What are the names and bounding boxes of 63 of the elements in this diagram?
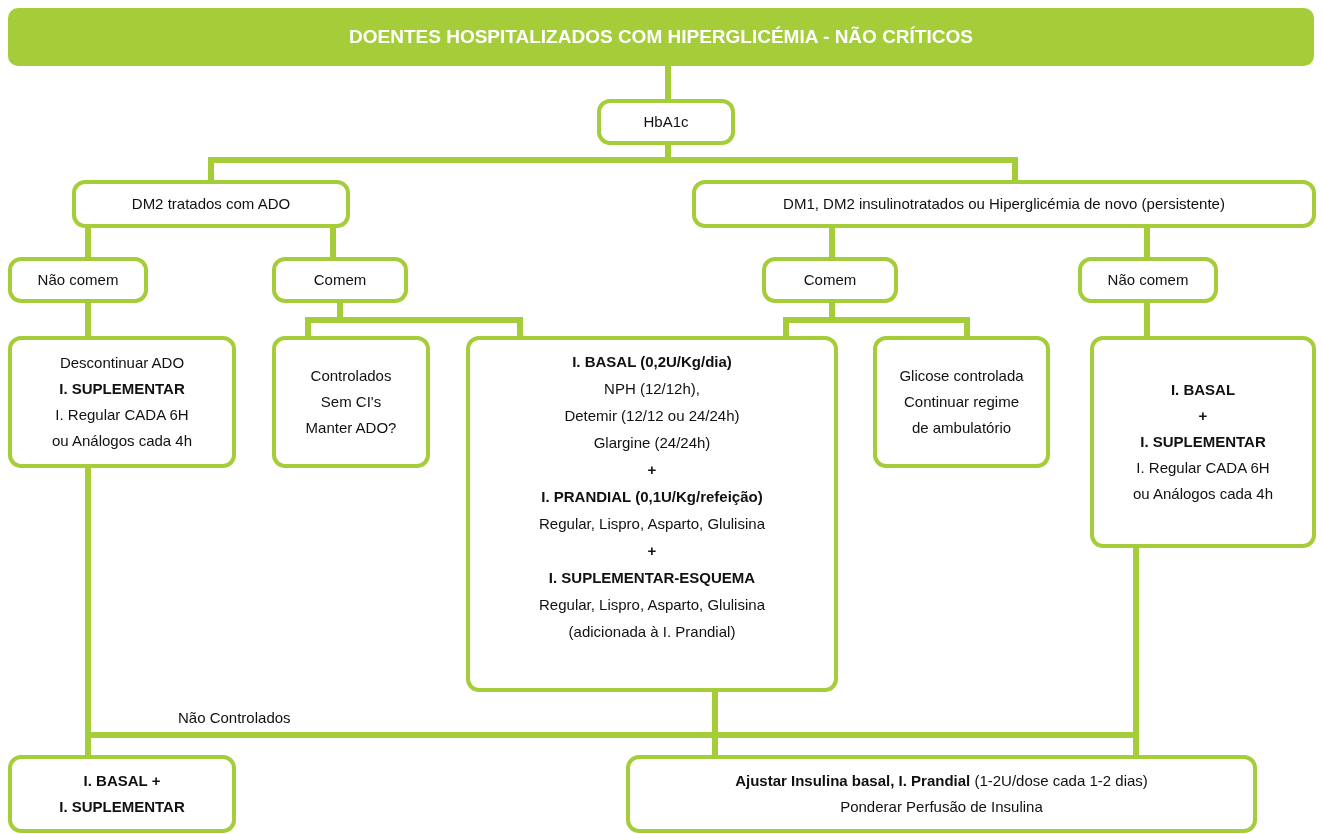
box-text: DM1, DM2 insulinotratados ou Hiperglicémia de novo (persistente) (783, 194, 1225, 214)
process-box (692, 180, 1316, 228)
process-box (1078, 257, 1218, 303)
process-box (626, 755, 1257, 833)
box-text: Sem CI's (320, 392, 382, 412)
box-text: I. BASAL + (83, 771, 161, 791)
process-box (762, 257, 898, 303)
box-text: I. Regular CADA 6H (55, 405, 189, 425)
process-box (8, 336, 236, 468)
process-box (72, 180, 350, 228)
box-text: I. BASAL (0,2U/Kg/dia) (572, 352, 732, 372)
process-box (1090, 336, 1316, 548)
box-text: I. SUPLEMENTAR-ESQUEMA (548, 568, 756, 588)
box-text: I. SUPLEMENTAR (1140, 432, 1266, 452)
box-text: + (647, 460, 657, 480)
box-text: + (1198, 406, 1208, 426)
box-text: I. SUPLEMENTAR (59, 797, 185, 817)
box-text: I. Regular CADA 6H (1136, 458, 1270, 478)
box-text: Glargine (24/24h) (593, 433, 711, 453)
box-text: ou Análogos cada 4h (51, 431, 193, 451)
box-text: Descontinuar ADO (59, 353, 185, 373)
connector-line (665, 64, 671, 101)
process-box (8, 755, 236, 833)
box-text: DM2 tratados com ADO (131, 194, 291, 214)
box-text: Comem (803, 270, 857, 290)
title-banner (8, 8, 1314, 66)
box-text: (adicionada à I. Prandial) (568, 622, 736, 642)
connector-line (337, 301, 523, 338)
title-text: DOENTES HOSPITALIZADOS COM HIPERGLICÉMIA - NÃO CRÍTICOS (349, 25, 973, 49)
connector-line (665, 143, 1018, 182)
connector-line (1144, 226, 1150, 259)
process-box (466, 336, 838, 692)
process-box (873, 336, 1050, 468)
box-text: Não comem (1107, 270, 1189, 290)
box-text: Ajustar Insulina basal, I. Prandial (1-2U/dose cada 1-2 dias) (735, 771, 1148, 791)
process-box (8, 257, 148, 303)
connector-line (829, 226, 835, 259)
box-text: HbA1c (643, 112, 689, 132)
box-text: Controlados (310, 366, 392, 386)
process-box (272, 257, 408, 303)
box-text: Não comem (37, 270, 119, 290)
box-text: Regular, Lispro, Asparto, Glulisina (539, 514, 765, 534)
process-box (272, 336, 430, 468)
box-text: I. SUPLEMENTAR (59, 379, 185, 399)
box-text: Detemir (12/12 ou 24/24h) (564, 406, 740, 426)
box-text: I. PRANDIAL (0,1U/Kg/refeição) (541, 487, 763, 507)
connector-line (1144, 301, 1150, 338)
box-text: ou Análogos cada 4h (1132, 484, 1274, 504)
connector-line (85, 226, 91, 259)
connector-line (330, 226, 336, 259)
box-text: + (647, 541, 657, 561)
box-text: Regular, Lispro, Asparto, Glulisina (539, 595, 765, 615)
connector-line (829, 301, 970, 338)
box-text: I. BASAL (1170, 380, 1236, 400)
box-text: Continuar regime (903, 392, 1020, 412)
box-text: Manter ADO? (305, 418, 397, 438)
box-text: de ambulatório (911, 418, 1012, 438)
box-text: Comem (313, 270, 367, 290)
box-text: Ponderar Perfusão de Insulina (840, 797, 1043, 817)
box-text: NPH (12/12h), (604, 379, 700, 399)
process-box (597, 99, 735, 145)
box-text: Glicose controlada (899, 366, 1024, 386)
connector-line (85, 301, 91, 338)
